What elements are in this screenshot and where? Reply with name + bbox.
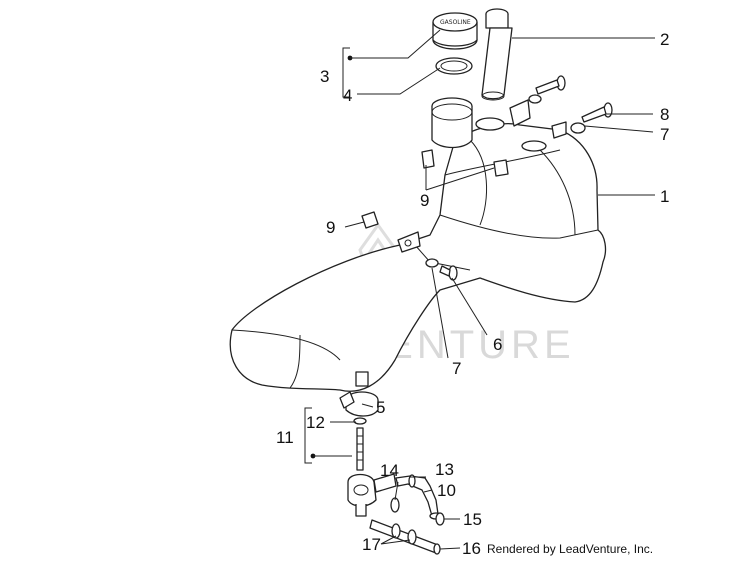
callout-numbers: 3 4 2 8 7 1 9 9 6 7 5 12 11 14 13 10 15 … xyxy=(276,30,669,558)
callout-7-upper: 7 xyxy=(660,125,669,144)
callout-12: 12 xyxy=(306,413,325,432)
fuel-tap xyxy=(347,417,397,517)
fuel-tank xyxy=(229,97,607,392)
fuel-level-sender xyxy=(481,8,513,101)
callout-14: 14 xyxy=(380,461,399,480)
callout-11: 11 xyxy=(276,428,294,447)
callout-13: 13 xyxy=(435,460,454,479)
clips xyxy=(361,149,509,229)
callout-8: 8 xyxy=(660,105,669,124)
callout-4: 4 xyxy=(343,86,352,105)
cap-gasket xyxy=(435,57,473,75)
render-credit: Rendered by LeadVenture, Inc. xyxy=(487,542,653,556)
callout-9-upper: 9 xyxy=(420,191,429,210)
callout-1: 1 xyxy=(660,187,669,206)
callout-9-lower: 9 xyxy=(326,218,335,237)
cap-marking: GASOLINE xyxy=(440,19,471,26)
mounting-bolts xyxy=(425,75,613,281)
callout-17: 17 xyxy=(362,535,381,554)
callout-2: 2 xyxy=(660,30,669,49)
callout-15: 15 xyxy=(463,510,482,529)
callout-5: 5 xyxy=(376,398,385,417)
callout-3: 3 xyxy=(320,67,329,86)
callout-6: 6 xyxy=(493,335,502,354)
callout-16: 16 xyxy=(462,539,481,558)
leader-lines xyxy=(313,29,655,550)
hose-clamp xyxy=(339,371,379,417)
callout-7-lower: 7 xyxy=(452,359,461,378)
gasoline-cap: GASOLINE xyxy=(432,12,478,50)
callout-10: 10 xyxy=(437,481,456,500)
